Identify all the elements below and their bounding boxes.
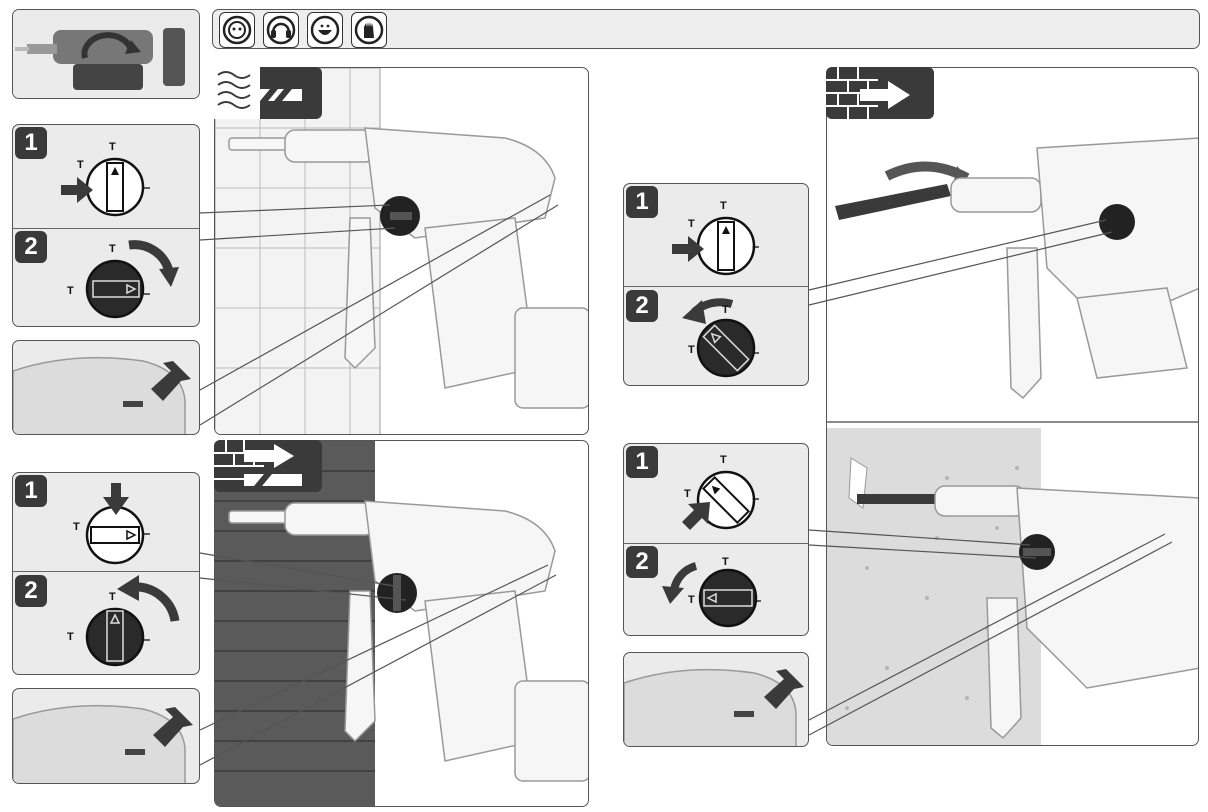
drill-rotate-illustration	[12, 9, 200, 99]
scene-brick-wall	[214, 440, 589, 807]
dial-label-left: T	[688, 344, 695, 356]
dial-label-top: T	[109, 243, 116, 255]
dial-label-left: T	[688, 218, 695, 230]
step-number: 1	[15, 475, 47, 507]
mode-selector-set4: 1 2 T T I T T I	[623, 443, 809, 636]
dial-label-top: T	[109, 141, 116, 153]
dial-label-top: T	[720, 454, 727, 466]
step-number: 2	[626, 546, 658, 578]
push-arrow-icon	[61, 177, 93, 203]
step-number: 1	[626, 186, 658, 218]
trigger-press-set1	[12, 340, 200, 435]
mode-dial-drill	[85, 607, 145, 667]
mode-dial-rotary-stop	[696, 470, 756, 530]
dial-label-top: T	[722, 304, 729, 316]
mode-selector-set2: 1 2 T I T T I	[12, 472, 200, 675]
mode-dial-drill	[696, 216, 756, 276]
mode-dial-rotary-stop	[696, 318, 756, 378]
rotate-arrow-icon	[662, 562, 698, 604]
trigger-press-set4	[623, 652, 809, 747]
scene-chisel	[826, 67, 1199, 746]
dial-label-left: T	[67, 285, 74, 297]
mode-dial-chisel	[698, 568, 758, 628]
trigger-press-set2	[12, 688, 200, 784]
step-number: 2	[15, 231, 47, 263]
face-shield-icon	[219, 12, 255, 48]
mode-dial-drill	[85, 157, 145, 217]
push-arrow-icon	[672, 236, 704, 262]
step-number: 2	[15, 575, 47, 607]
rotate-arrow-icon	[117, 575, 180, 622]
mode-selector-set1: 1 2 T T I T T I	[12, 124, 200, 327]
scene-tile-wall	[214, 67, 589, 435]
gloves-icon	[351, 12, 387, 48]
material-icon-brick	[826, 67, 934, 119]
dial-label-left: T	[73, 521, 80, 533]
rotate-arrow-icon	[682, 298, 734, 324]
material-icon-tile	[214, 67, 322, 119]
dust-mask-icon	[307, 12, 343, 48]
push-arrow-icon	[103, 483, 129, 515]
step-number: 1	[626, 446, 658, 478]
dial-label-top: T	[720, 200, 727, 212]
dial-label-left: T	[688, 594, 695, 606]
dial-label-top: T	[109, 591, 116, 603]
step-number: 2	[626, 290, 658, 322]
dial-label-left: T	[67, 631, 74, 643]
dial-label-left: T	[684, 488, 691, 500]
dial-label-left: T	[77, 159, 84, 171]
push-arrow-icon	[682, 502, 710, 530]
step-number: 1	[15, 127, 47, 159]
mode-dial-chisel	[85, 505, 145, 565]
rotate-arrow-icon	[128, 240, 179, 287]
ear-protection-icon	[263, 12, 299, 48]
dial-label-top: T	[722, 556, 729, 568]
mode-dial-chisel	[85, 259, 145, 319]
mode-selector-set3: 1 2 T T I T T I	[623, 183, 809, 386]
material-icon-brick-tile	[214, 440, 322, 492]
